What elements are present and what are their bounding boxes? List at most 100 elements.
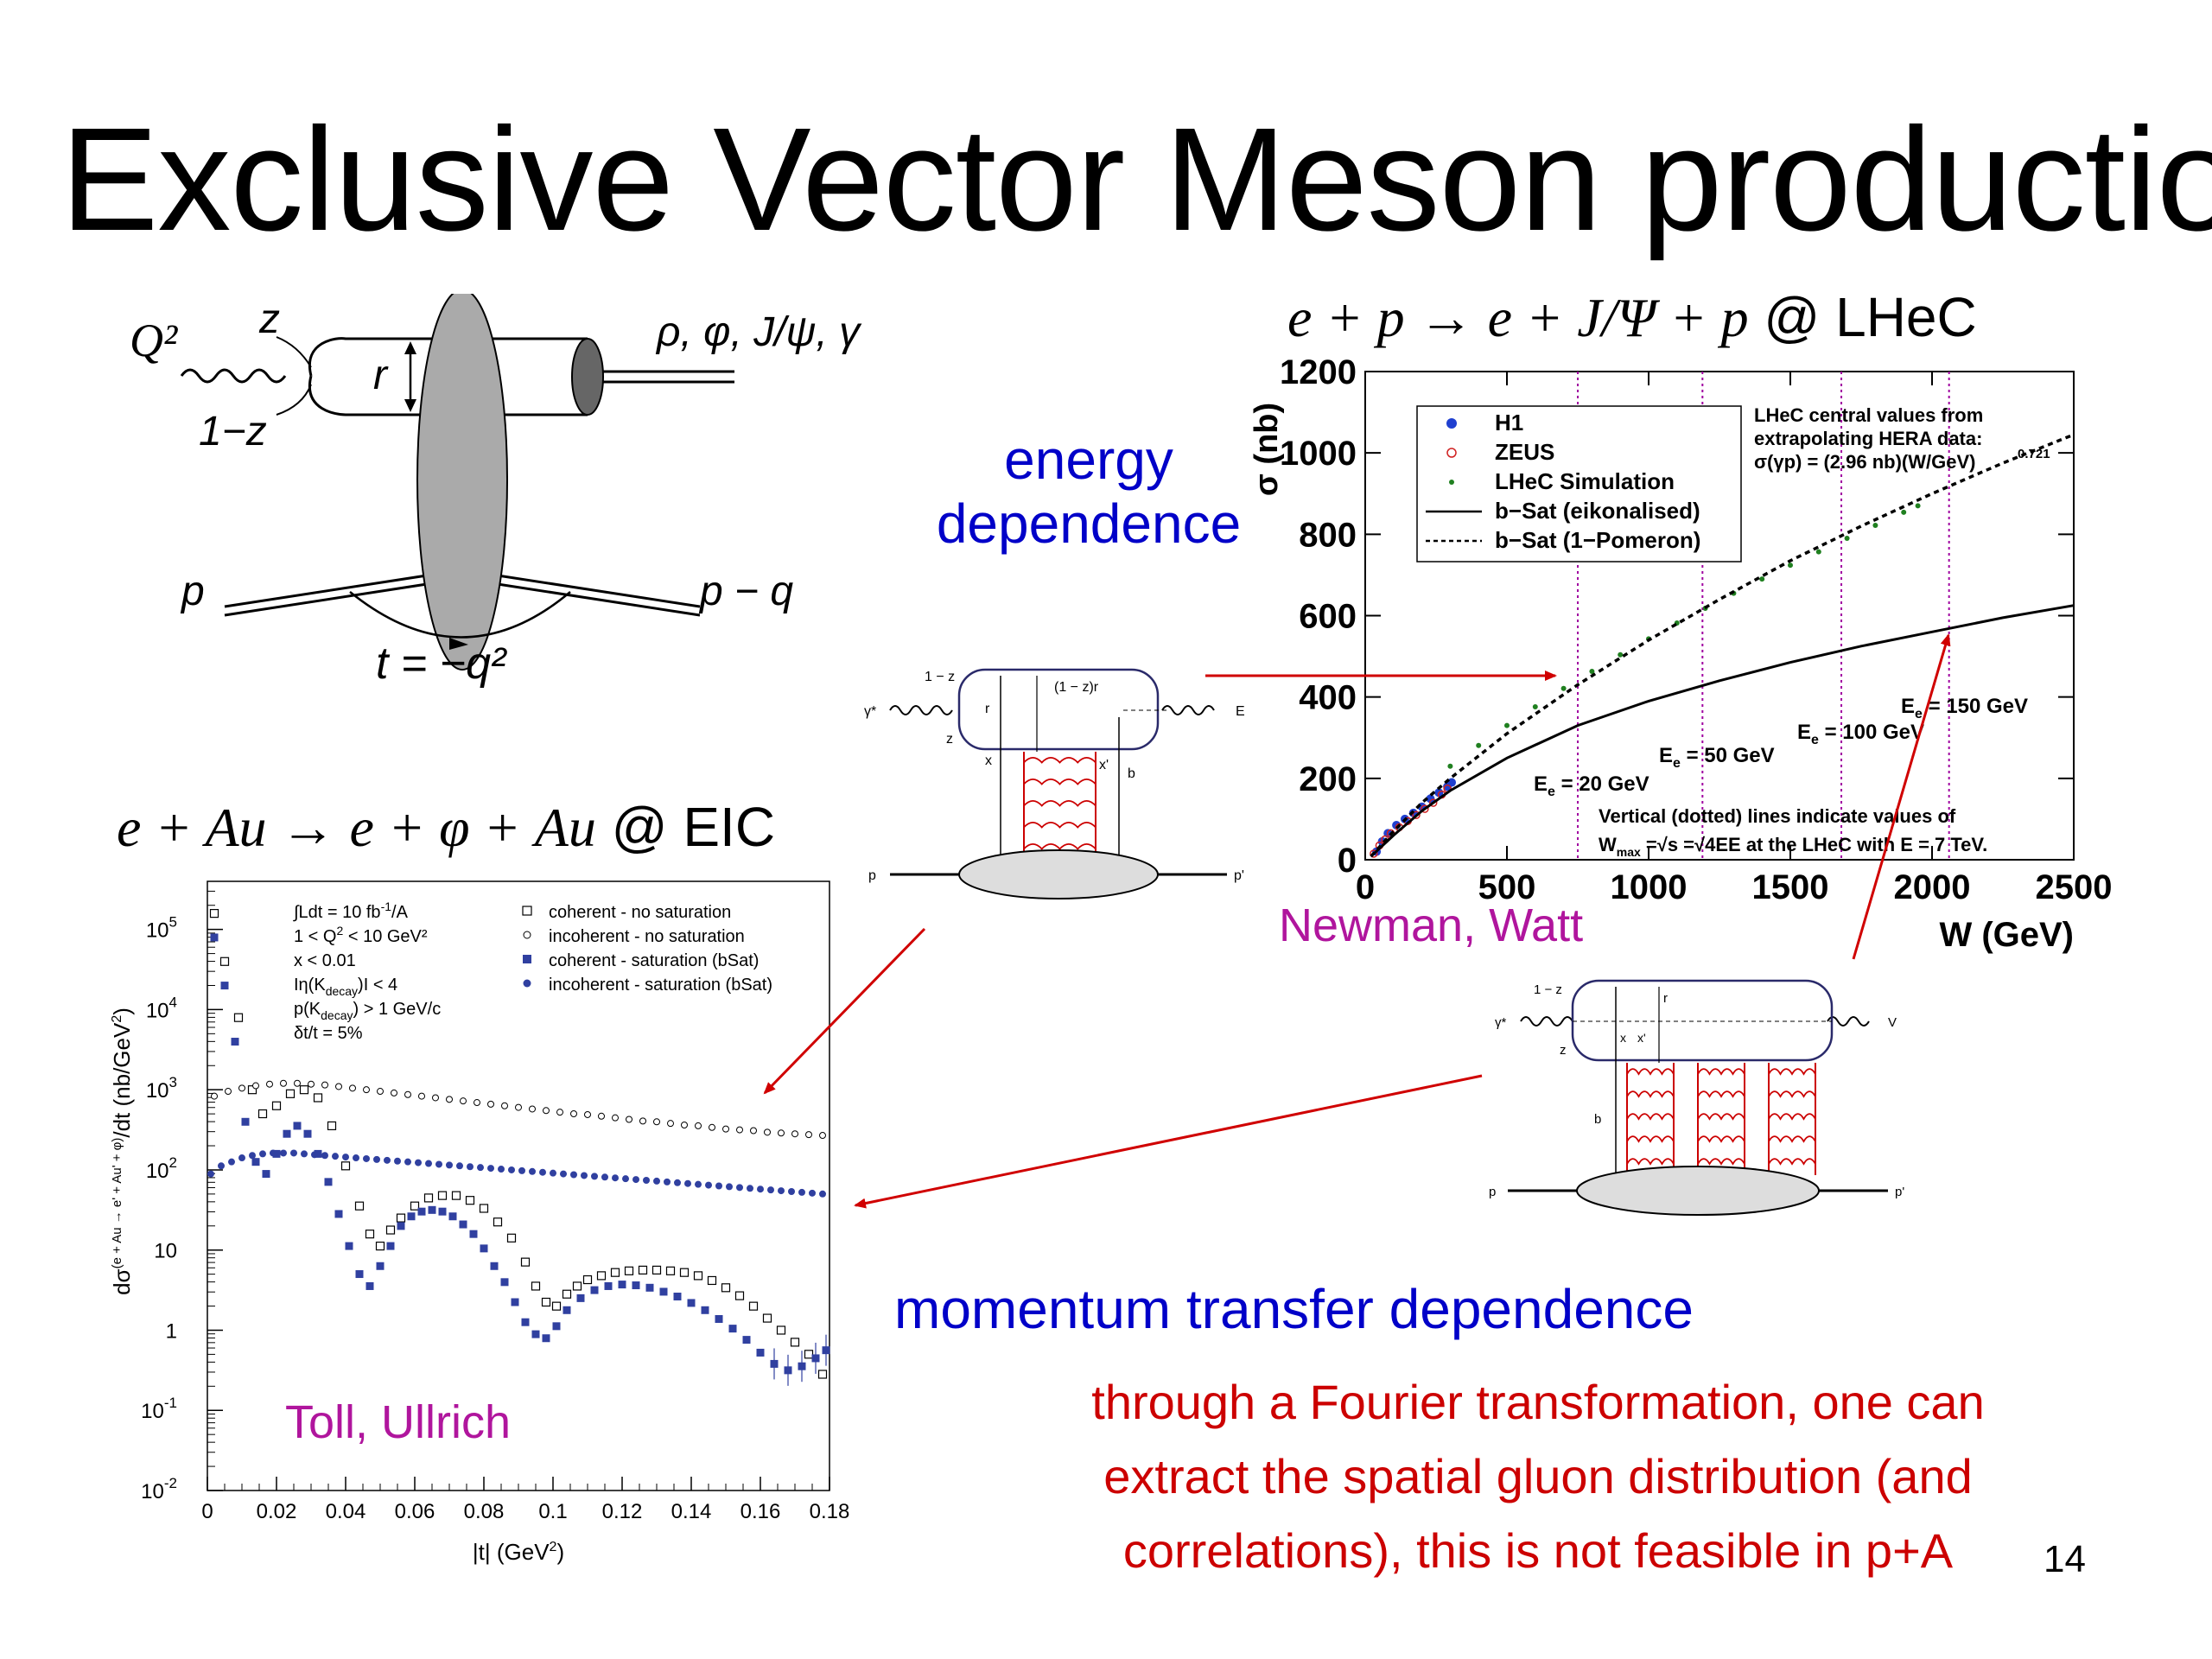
- eic-legend-marker: [522, 906, 532, 916]
- t-label: t = −q²: [376, 639, 507, 689]
- lhec-legend-label: b−Sat (eikonalised): [1495, 498, 1700, 524]
- eic-coherent-sat-point: [220, 982, 229, 990]
- eic-coherent-nosat-point: [396, 1213, 406, 1223]
- momentum-dependence-label: momentum transfer dependence: [894, 1278, 1694, 1340]
- fourier-line3: correlations), this is not feasible in p…: [1122, 1523, 1954, 1578]
- eic-incoherent-nosat-point: [225, 1088, 232, 1096]
- mini2-z: z: [1560, 1043, 1567, 1058]
- mini2-r: r: [1663, 991, 1668, 1006]
- eic-coherent-nosat-point: [219, 957, 230, 966]
- eic-ytick-label: 10-2: [141, 1475, 177, 1503]
- eic-legend-marker: [523, 931, 531, 939]
- eic-kinematics-line: ∫Ldt = 10 fb-1/A: [293, 899, 409, 922]
- eic-incoherent-sat-point: [301, 1150, 308, 1158]
- eic-coherent-sat-point: [355, 1270, 364, 1279]
- eic-incoherent-nosat-point: [391, 1089, 397, 1096]
- gluon-ladders: [1626, 1063, 1816, 1175]
- lhec-ytick-label: 200: [1299, 760, 1357, 798]
- lhec-suffix: @ LHeC: [1764, 286, 1977, 348]
- eic-incoherent-nosat-point: [791, 1130, 798, 1138]
- lhec-note-exponent: 0.721: [2018, 447, 2050, 461]
- q2-label: Q²: [130, 315, 178, 366]
- eic-incoherent-sat-point: [798, 1188, 805, 1196]
- eic-incoherent-nosat-point: [598, 1112, 605, 1120]
- lhec-credit: Newman, Watt: [1279, 899, 1584, 951]
- eic-coherent-sat-point: [397, 1222, 405, 1230]
- eic-incoherent-sat-point: [684, 1179, 691, 1187]
- eic-coherent-sat-point: [490, 1262, 499, 1270]
- lhec-sim-point: [1815, 549, 1821, 555]
- eic-incoherent-sat-point: [747, 1185, 753, 1192]
- eic-legend-label: incoherent - no saturation: [549, 927, 745, 946]
- slide-title: Exclusive Vector Meson production: [60, 98, 2212, 262]
- lhec-sim-point: [1447, 763, 1453, 769]
- eic-coherent-sat-point: [542, 1334, 550, 1343]
- eic-suffix: @ EIC: [611, 796, 776, 858]
- eic-incoherent-sat-point: [270, 1149, 276, 1157]
- eic-incoherent-sat-point: [487, 1165, 494, 1173]
- lhec-legend-label: H1: [1495, 410, 1523, 435]
- eic-incoherent-sat-point: [757, 1185, 764, 1193]
- eic-incoherent-sat-point: [415, 1159, 422, 1166]
- lhec-sim-point: [1901, 509, 1907, 515]
- eic-incoherent-sat-point: [332, 1153, 339, 1160]
- eic-incoherent-sat-point: [529, 1167, 536, 1175]
- eic-legend-label: coherent - no saturation: [549, 903, 731, 922]
- eic-xtick-label: 0.14: [671, 1500, 712, 1523]
- eic-coherent-sat-point: [632, 1281, 640, 1290]
- target-ellipse: [416, 294, 508, 671]
- eic-incoherent-sat-point: [456, 1162, 463, 1170]
- p-minus-q-label: p − q: [698, 569, 793, 614]
- eic-coherent-nosat-point: [451, 1191, 461, 1200]
- eic-coherent-sat-point: [231, 1038, 239, 1046]
- eic-coherent-nosat-point: [652, 1265, 662, 1275]
- fourier-note: through a Fourier transformation, one ca…: [916, 1365, 2160, 1588]
- lhec-legend-label: b−Sat (1−Pomeron): [1495, 527, 1700, 553]
- eic-coherent-sat-point: [673, 1293, 682, 1301]
- lhec-energy-label: Ee = 20 GeV: [1534, 772, 1649, 799]
- energy-line2: dependence: [936, 493, 1242, 555]
- eic-incoherent-sat-point: [373, 1155, 380, 1163]
- eic-coherent-nosat-point: [271, 1101, 282, 1110]
- eic-incoherent-sat-point: [560, 1170, 567, 1178]
- energy-line1: energy: [1004, 429, 1173, 491]
- eic-ytick-label: 10-1: [141, 1395, 177, 1423]
- eic-coherent-sat-point: [563, 1306, 571, 1314]
- eic-incoherent-nosat-point: [556, 1109, 563, 1116]
- lhec-energy-label: Ee = 100 GeV: [1797, 721, 1924, 747]
- eic-coherent-sat-point: [576, 1294, 585, 1302]
- lhec-zeus-point: [1428, 798, 1438, 807]
- eic-coherent-sat-point: [645, 1283, 654, 1292]
- eic-incoherent-nosat-point: [321, 1081, 328, 1089]
- eic-process: e + Au → e + φ + Au: [117, 797, 596, 858]
- eic-coherent-sat-point: [334, 1210, 343, 1218]
- eic-coherent-nosat-point: [479, 1204, 489, 1213]
- eic-coherent-sat-point: [701, 1306, 709, 1314]
- eic-ylabel: dσ(e + Au → e' + Au' + φ)/dt (nb/GeV2): [109, 1007, 135, 1295]
- eic-coherent-nosat-point: [596, 1271, 607, 1281]
- eic-coherent-sat-point: [210, 933, 219, 942]
- lhec-legend-marker: [1449, 480, 1454, 485]
- eic-incoherent-nosat-point: [570, 1110, 577, 1118]
- eic-coherent-sat-point: [407, 1212, 416, 1221]
- eic-incoherent-nosat-point: [377, 1088, 384, 1096]
- lhec-vertical-note-line1: Vertical (dotted) lines indicate values …: [1599, 805, 1956, 827]
- eic-incoherent-sat-point: [363, 1154, 370, 1162]
- eic-coherent-nosat-point: [410, 1201, 420, 1211]
- lhec-sim-point: [1618, 652, 1624, 658]
- eic-coherent-nosat-point: [748, 1301, 759, 1311]
- eic-kinematics-line: p(Kdecay) > 1 GeV/c: [294, 1000, 441, 1022]
- eic-coherent-nosat-point: [679, 1268, 690, 1277]
- eic-ytick-label: 103: [146, 1074, 177, 1103]
- eic-incoherent-nosat-point: [308, 1080, 315, 1088]
- eic-coherent-sat-point: [728, 1325, 737, 1333]
- eic-incoherent-nosat-point: [543, 1107, 550, 1115]
- lhec-sim-point: [1788, 563, 1793, 569]
- eic-incoherent-sat-point: [384, 1156, 391, 1164]
- eic-coherent-nosat-point: [437, 1191, 448, 1200]
- eic-coherent-nosat-point: [776, 1325, 786, 1335]
- eic-coherent-sat-point: [417, 1207, 426, 1216]
- eic-incoherent-nosat-point: [294, 1079, 301, 1087]
- eic-incoherent-nosat-point: [736, 1126, 743, 1134]
